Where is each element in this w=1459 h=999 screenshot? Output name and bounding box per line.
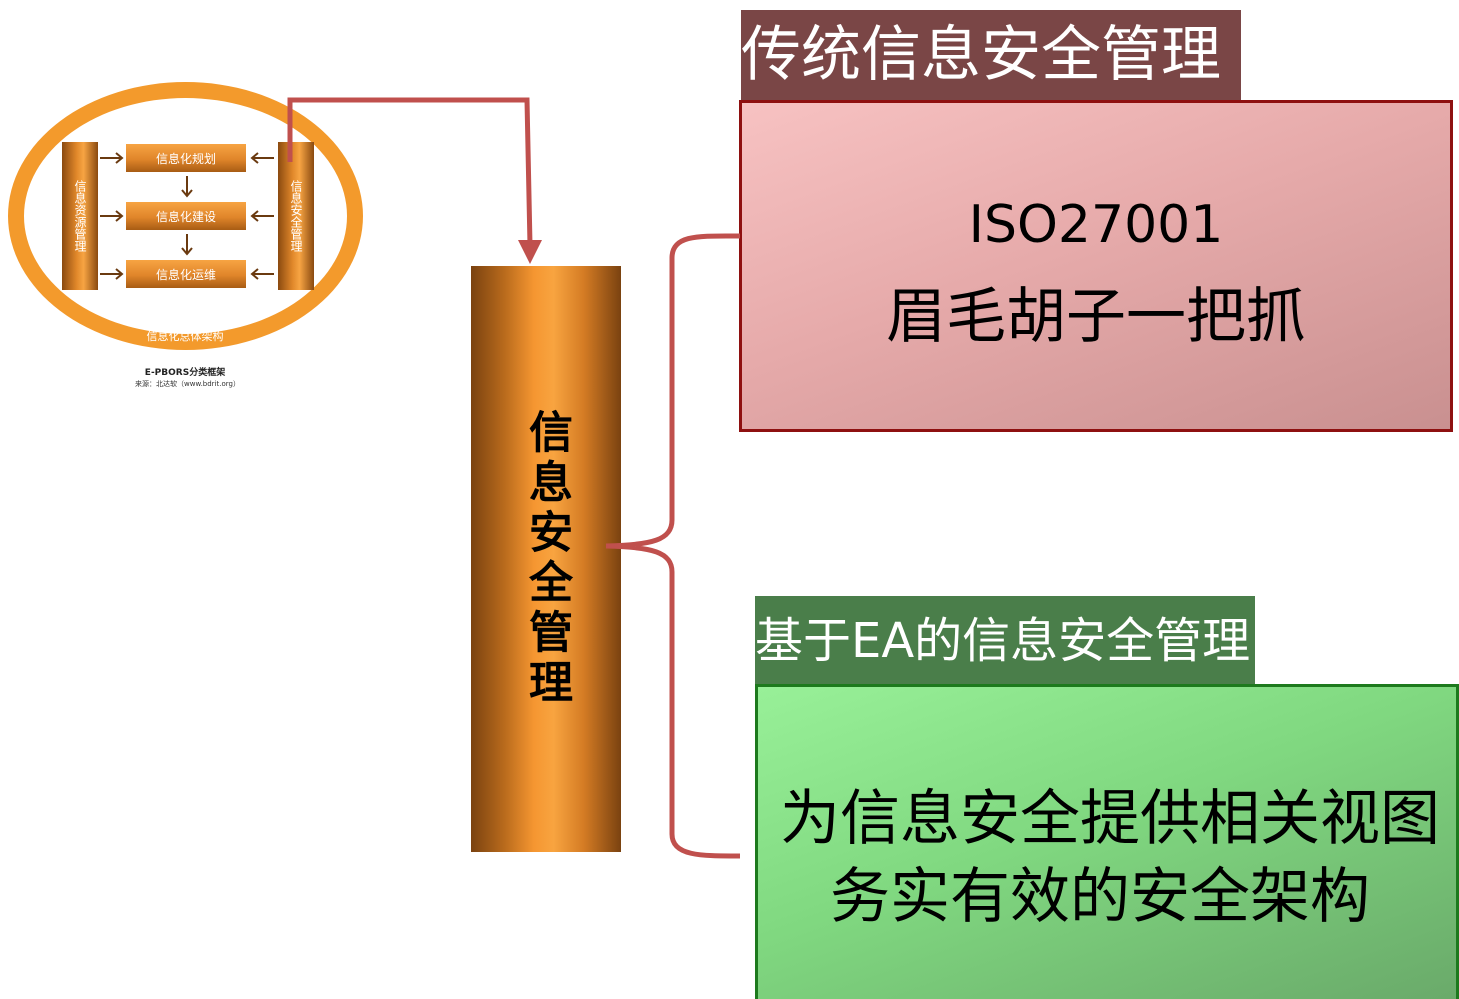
step-planning: 信息化规划 <box>126 144 246 172</box>
traditional-description: 眉毛胡子一把抓 <box>886 282 1306 352</box>
framework-caption: E-PBORS分类框架 <box>144 368 226 378</box>
architecture-label: 信息化总体架构 <box>146 330 224 343</box>
link-connector <box>287 97 533 246</box>
arrow-right-icon <box>115 152 124 164</box>
ea-header: 基于EA的信息安全管理 <box>755 596 1255 684</box>
arrow-down-icon <box>181 189 193 198</box>
ea-line2: 务实有效的安全架构 <box>830 862 1370 932</box>
security-pillar <box>471 266 621 852</box>
curly-brace <box>605 233 741 859</box>
arrow-right-icon <box>115 210 124 222</box>
arrow-left-icon <box>250 152 259 164</box>
framework-arrows <box>100 152 274 280</box>
step-construction: 信息化建设 <box>126 202 246 230</box>
ea-line1: 为信息安全提供相关视图 <box>780 784 1440 854</box>
arrow-right-icon <box>115 268 124 280</box>
pillar-label: 信息安全管理 <box>521 409 572 709</box>
security-management-bar: 信息安全管理 <box>278 142 314 290</box>
step-operation: 信息化运维 <box>126 260 246 288</box>
resource-management-bar: 信息资源管理 <box>62 142 98 290</box>
ea-box <box>755 684 1459 999</box>
traditional-box <box>739 100 1453 432</box>
arrow-left-icon <box>250 268 259 280</box>
arrow-down-icon <box>181 247 193 256</box>
arrow-left-icon <box>250 210 259 222</box>
traditional-header: 传统信息安全管理 <box>741 10 1241 100</box>
framework-source: 来源：北达软（www.bdrit.org） <box>135 380 240 388</box>
arrow-down-icon <box>518 240 542 264</box>
traditional-standard: ISO27001 <box>968 195 1224 255</box>
